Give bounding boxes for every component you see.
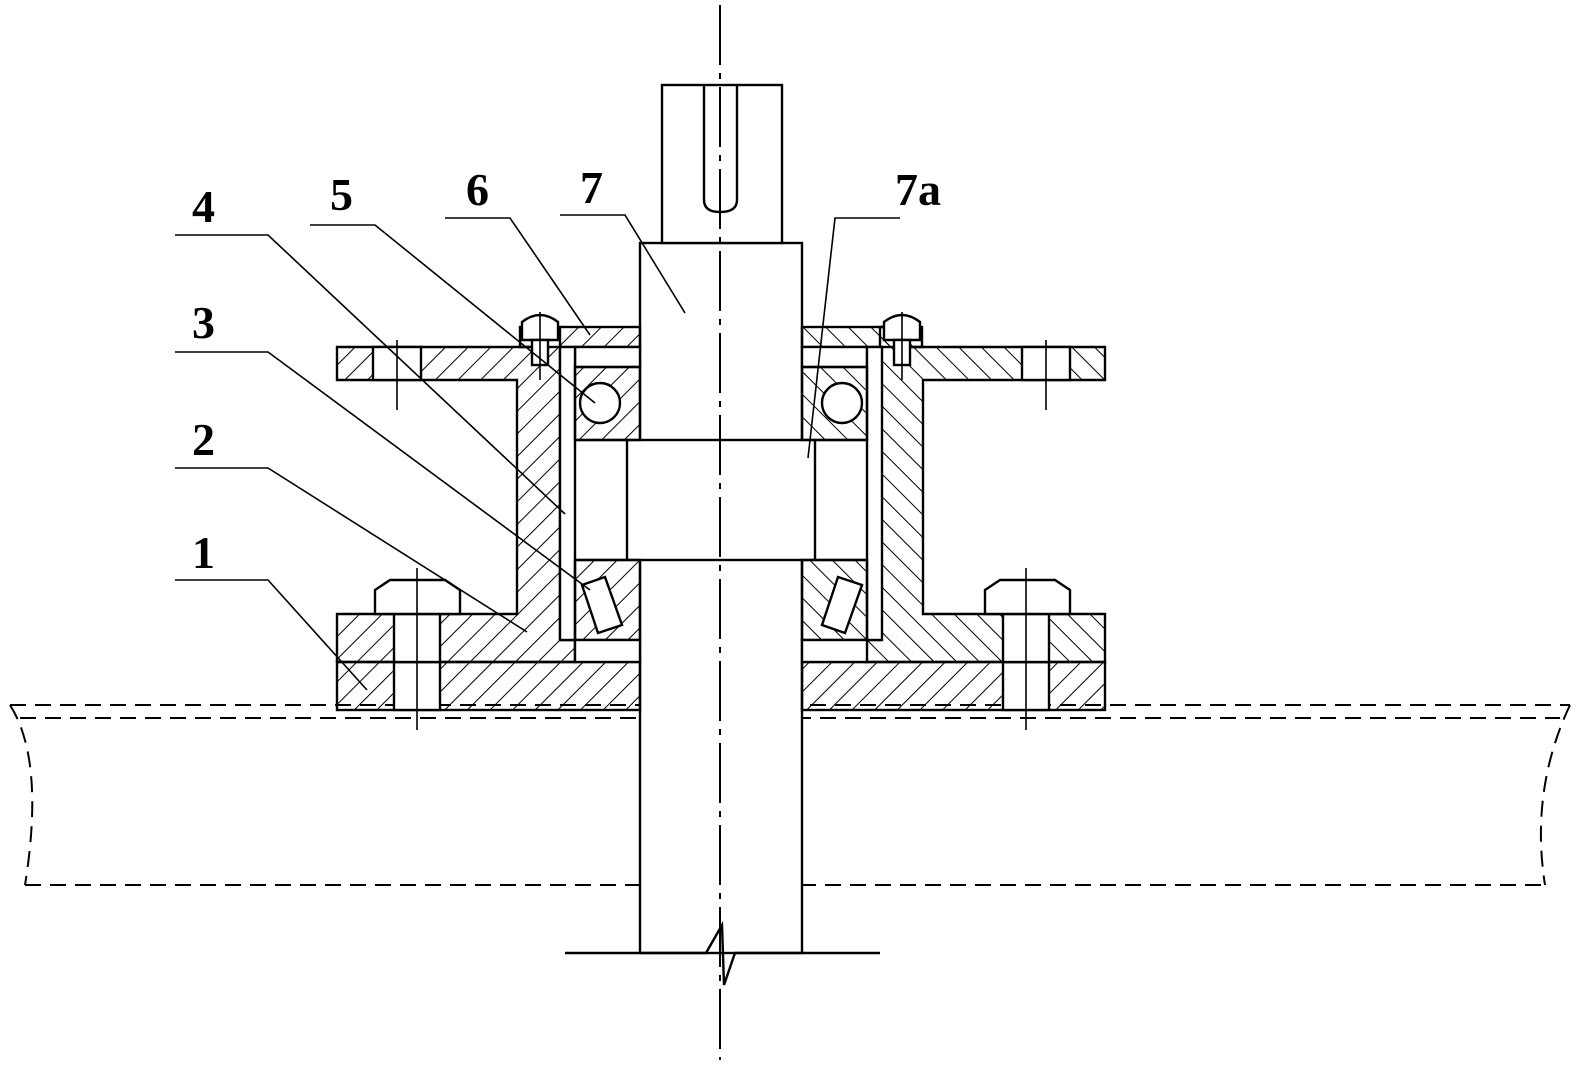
label-5: 5 [330,169,353,220]
shaft [565,85,880,985]
label-4: 4 [192,181,215,232]
label-1: 1 [192,527,215,578]
label-7a: 7a [895,164,941,215]
label-3: 3 [192,297,215,348]
label-6: 6 [466,164,489,215]
label-7: 7 [580,162,603,213]
label-2: 2 [192,414,215,465]
